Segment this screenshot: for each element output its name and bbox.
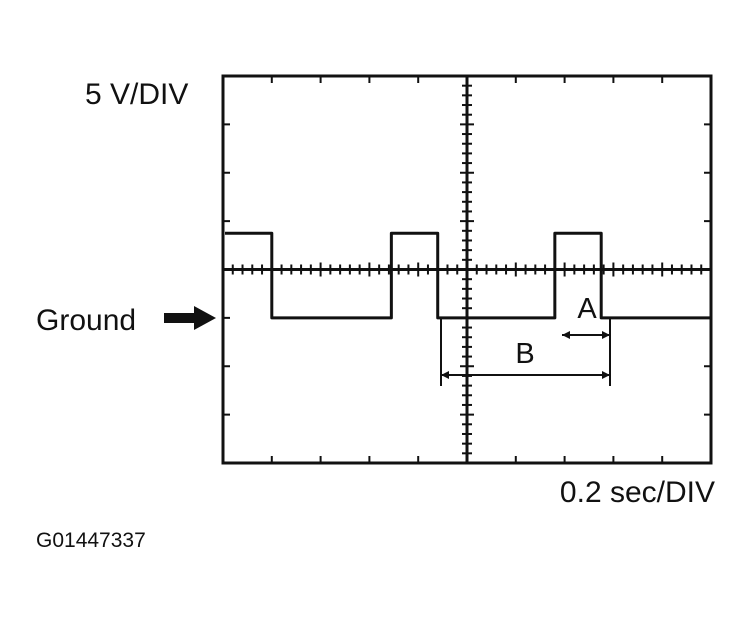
arrowhead-a-right <box>602 331 610 339</box>
ground-label: Ground <box>36 304 136 337</box>
figure-id: G01447337 <box>36 529 146 552</box>
waveform-trace <box>225 231 711 320</box>
marker-b-label: B <box>515 338 534 370</box>
measurement-b: B <box>440 318 611 386</box>
scope-axes <box>223 76 711 463</box>
measurement-a: A <box>562 293 610 339</box>
arrowhead-a-left <box>562 331 570 339</box>
volt-per-div-label: 5 V/DIV <box>85 78 188 111</box>
ground-marker: Ground <box>36 304 216 337</box>
ground-arrow-icon <box>194 306 216 330</box>
arrowhead-b-left <box>441 371 449 379</box>
time-per-div-label: 0.2 sec/DIV <box>560 476 715 509</box>
arrowhead-b-right <box>602 371 610 379</box>
ground-arrow-shaft <box>164 313 198 323</box>
marker-a-label: A <box>577 293 597 325</box>
